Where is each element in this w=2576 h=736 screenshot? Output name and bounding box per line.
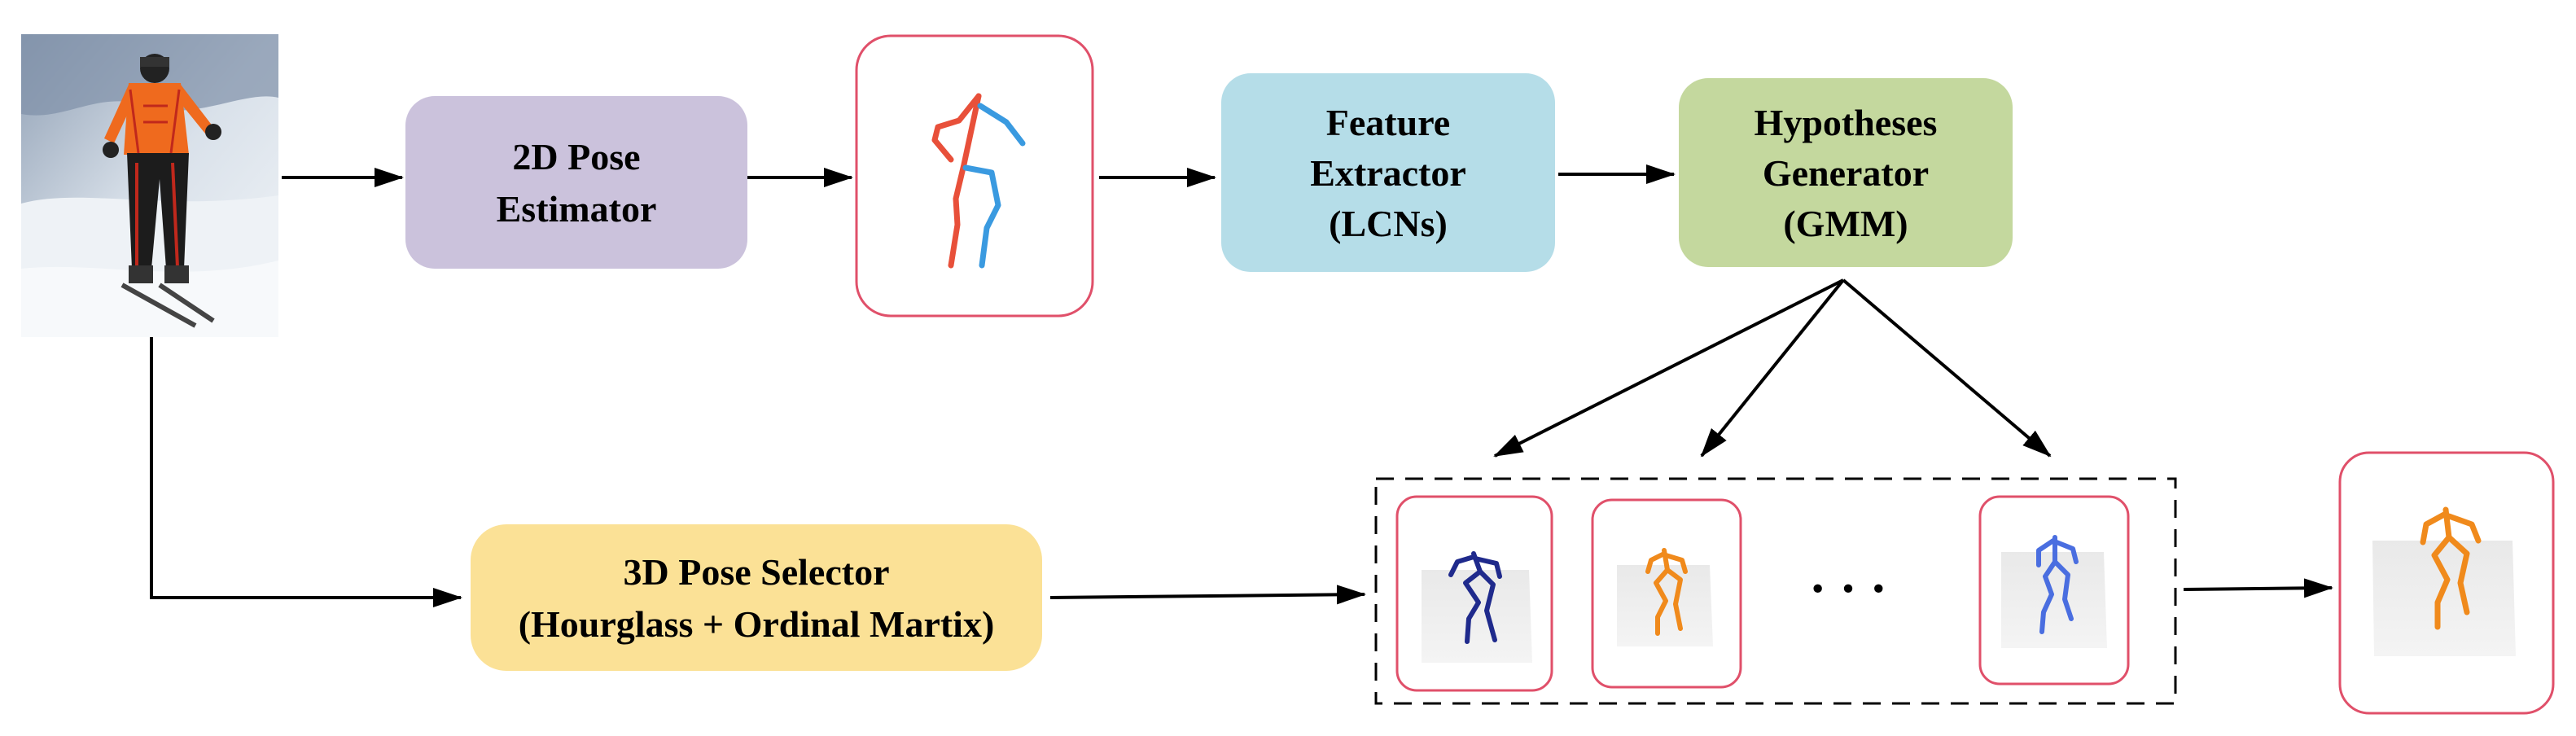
pose-selector-label-1: 3D Pose Selector <box>624 551 890 593</box>
pose-2d-frame <box>855 34 1094 318</box>
more-hypotheses-ellipsis: · · · <box>1809 559 1887 617</box>
final-pose-frame <box>2338 451 2555 715</box>
hypothesis-frame-1 <box>1395 495 1553 692</box>
arrow-generator-to-hypothesis-1 <box>1493 278 1844 458</box>
pose-selector-box: 3D Pose Selector (Hourglass + Ordinal Ma… <box>471 524 1042 671</box>
hypotheses-container <box>1374 477 2177 705</box>
skeleton-3d-icon <box>2420 506 2482 630</box>
skeleton-3d-icon <box>1645 548 1688 636</box>
skier-photo <box>21 34 278 337</box>
feature-extractor-label-1: Feature <box>1326 102 1450 143</box>
hypotheses-generator-label-1: Hypotheses <box>1755 102 1938 143</box>
arrow-generator-to-hypothesis-3 <box>1842 278 2052 458</box>
skeleton-2d-icon <box>931 93 1026 269</box>
pose-estimator-label-1: 2D Pose <box>512 136 640 177</box>
hypotheses-generator-label-3: (GMM) <box>1783 203 1908 244</box>
feature-extractor-label-3: (LCNs) <box>1329 203 1448 244</box>
pose-selector-label-2: (Hourglass + Ordinal Martix) <box>519 603 995 645</box>
hypotheses-generator-box: Hypotheses Generator (GMM) <box>1679 78 2013 267</box>
pose-estimator-box: 2D Pose Estimator <box>405 96 747 269</box>
hypothesis-frame-2 <box>1591 498 1742 689</box>
hypothesis-frame-3 <box>1978 495 2130 686</box>
pose-estimator-label-2: Estimator <box>497 188 657 230</box>
arrow-selector-to-hypotheses <box>1049 585 1366 605</box>
skeleton-3d-icon <box>1448 551 1502 644</box>
hypotheses-generator-label-2: Generator <box>1763 152 1929 194</box>
arrow-photo-to-selector <box>150 337 462 607</box>
arrow-generator-to-hypothesis-2 <box>1700 278 1845 458</box>
arrow-hypotheses-to-final <box>2183 578 2333 598</box>
skeleton-3d-icon <box>2036 535 2079 634</box>
feature-extractor-box: Feature Extractor (LCNs) <box>1221 73 1555 272</box>
feature-extractor-label-2: Extractor <box>1310 152 1466 194</box>
